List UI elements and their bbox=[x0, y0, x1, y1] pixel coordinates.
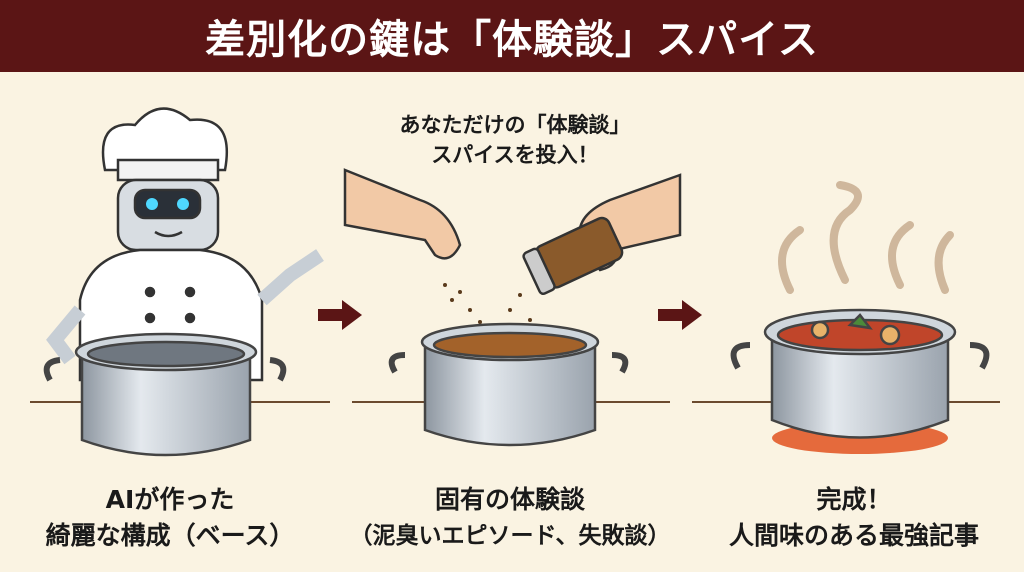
callout-line-2: スパイスを投入！ bbox=[431, 143, 599, 167]
caption-line-1: 完成！ bbox=[816, 485, 892, 514]
empty-pot bbox=[43, 332, 287, 457]
spice-pot bbox=[388, 322, 629, 447]
arrow-right-icon bbox=[318, 300, 362, 330]
arrow-right-icon bbox=[658, 300, 702, 330]
title-banner: 差別化の鍵は「体験談」スパイス bbox=[0, 0, 1024, 72]
step-caption-base: AIが作った 綺麗な構成（ベース） bbox=[0, 482, 340, 554]
hands-sprinkling bbox=[343, 168, 682, 296]
caption-line-2: （泥臭いエピソード、失敗談） bbox=[349, 523, 671, 549]
spice-callout: あなただけの「体験談」 スパイスを投入！ bbox=[350, 110, 680, 170]
step-caption-experience: 固有の体験談 （泥臭いエピソード、失敗談） bbox=[340, 482, 680, 554]
step-caption-complete: 完成！ 人間味のある最強記事 bbox=[684, 482, 1024, 554]
callout-line-1: あなただけの「体験談」 bbox=[399, 113, 631, 137]
illustration bbox=[30, 107, 1000, 457]
caption-line-2: 綺麗な構成（ベース） bbox=[45, 521, 295, 550]
stew-pot bbox=[730, 308, 990, 439]
steam bbox=[778, 181, 954, 294]
caption-line-1: 固有の体験談 bbox=[434, 485, 585, 514]
page-title: 差別化の鍵は「体験談」スパイス bbox=[205, 17, 819, 63]
caption-line-2: 人間味のある最強記事 bbox=[728, 521, 979, 550]
caption-line-1: AIが作った bbox=[105, 485, 235, 514]
